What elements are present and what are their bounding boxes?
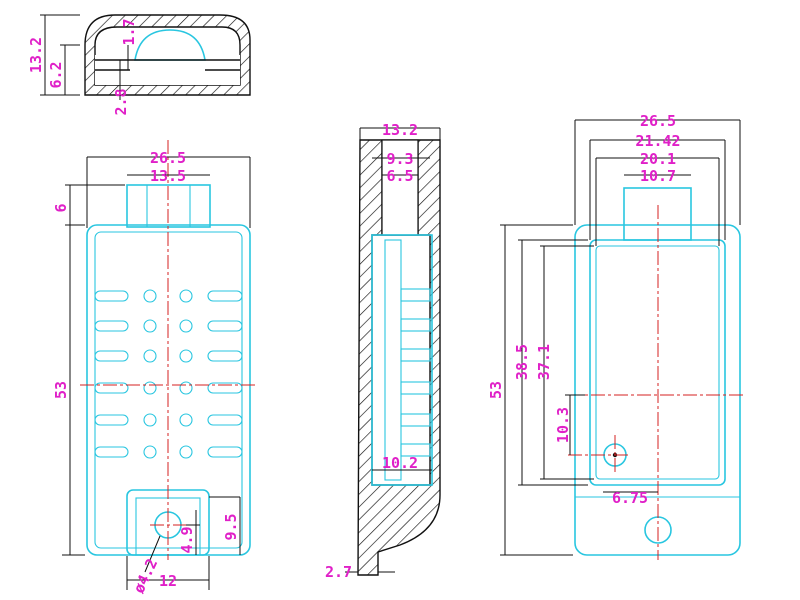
- vent-hole: [143, 413, 157, 427]
- vent-holes: [143, 289, 193, 459]
- vent-slot-left: [94, 382, 129, 394]
- section-width-label: 13.2: [382, 121, 418, 139]
- top-height-label: 13.2: [27, 37, 45, 73]
- section-slot: [400, 381, 431, 395]
- front-slot-width-label: 12: [159, 572, 177, 590]
- back-view: 26.5 21.42 20.1 10.7 53 38.5 37.1 10.3 6…: [487, 112, 745, 560]
- vent-hole: [179, 445, 193, 459]
- front-height-label: 53: [52, 381, 70, 399]
- back-inner-height-label: 38.5: [513, 344, 531, 380]
- top-wall-label: 2.8: [112, 88, 130, 115]
- back-height-label: 53: [487, 381, 505, 399]
- vent-hole: [179, 319, 193, 333]
- front-view: 26.5 13.5 6 53 9.5 4.9 ø4.2 12: [52, 140, 258, 596]
- top-view-section: [84, 14, 251, 96]
- vent-hole: [179, 289, 193, 303]
- section-slot: [400, 443, 431, 457]
- top-lower-label: 6.2: [47, 61, 65, 88]
- back-inner1-label: 21.42: [635, 132, 680, 150]
- front-slot: [126, 489, 210, 556]
- vent-hole: [143, 349, 157, 363]
- top-gap-label: 1.7: [120, 18, 138, 45]
- front-width-label: 26.5: [150, 149, 186, 167]
- section-inner2-label: 6.5: [386, 167, 413, 185]
- section-wall-label: 2.7: [325, 563, 352, 581]
- vent-hole: [143, 319, 157, 333]
- vent-slots: [94, 290, 243, 458]
- section-bottom-label: 10.2: [382, 454, 418, 472]
- top-view: 13.2 6.2 2.8 1.7: [27, 14, 251, 116]
- vent-slot-left: [94, 350, 129, 362]
- vent-hole: [143, 445, 157, 459]
- back-inner-height2-label: 37.1: [535, 344, 553, 380]
- front-slot-height-label: 9.5: [222, 513, 240, 540]
- front-hole-offset-label: 4.9: [178, 526, 196, 553]
- vent-slot-left: [94, 446, 129, 458]
- front-tab-height-label: 6: [52, 203, 70, 212]
- vent-hole: [179, 413, 193, 427]
- section-inner1-label: 9.3: [386, 150, 413, 168]
- back-hole-offset-label: 6.75: [612, 489, 648, 507]
- vent-slot-left: [94, 290, 129, 302]
- section-slots: [400, 288, 431, 457]
- vent-slot-right: [207, 382, 243, 394]
- vent-slot-right: [207, 446, 243, 458]
- back-tab-width-label: 10.7: [640, 167, 676, 185]
- vent-hole: [143, 289, 157, 303]
- front-tab-width-label: 13.5: [150, 167, 186, 185]
- vent-slot-right: [207, 290, 243, 302]
- section-slot: [400, 318, 431, 332]
- back-width-label: 26.5: [640, 112, 676, 130]
- section-slot: [400, 288, 431, 302]
- section-slot: [400, 348, 431, 362]
- section-slot: [400, 413, 431, 427]
- back-hole-height-label: 10.3: [554, 407, 572, 443]
- dome-outline: [134, 29, 206, 61]
- back-inner2-label: 20.1: [640, 150, 676, 168]
- vent-hole: [143, 381, 157, 395]
- vent-hole: [179, 381, 193, 395]
- front-hole-dia-label: ø4.2: [130, 556, 162, 596]
- vent-slot-right: [207, 414, 243, 426]
- vent-slot-right: [207, 350, 243, 362]
- vent-slot-left: [94, 320, 129, 332]
- vent-hole: [179, 349, 193, 363]
- vent-slot-right: [207, 320, 243, 332]
- section-view: 13.2 9.3 6.5 10.2 2.7: [325, 121, 441, 581]
- vent-slot-left: [94, 414, 129, 426]
